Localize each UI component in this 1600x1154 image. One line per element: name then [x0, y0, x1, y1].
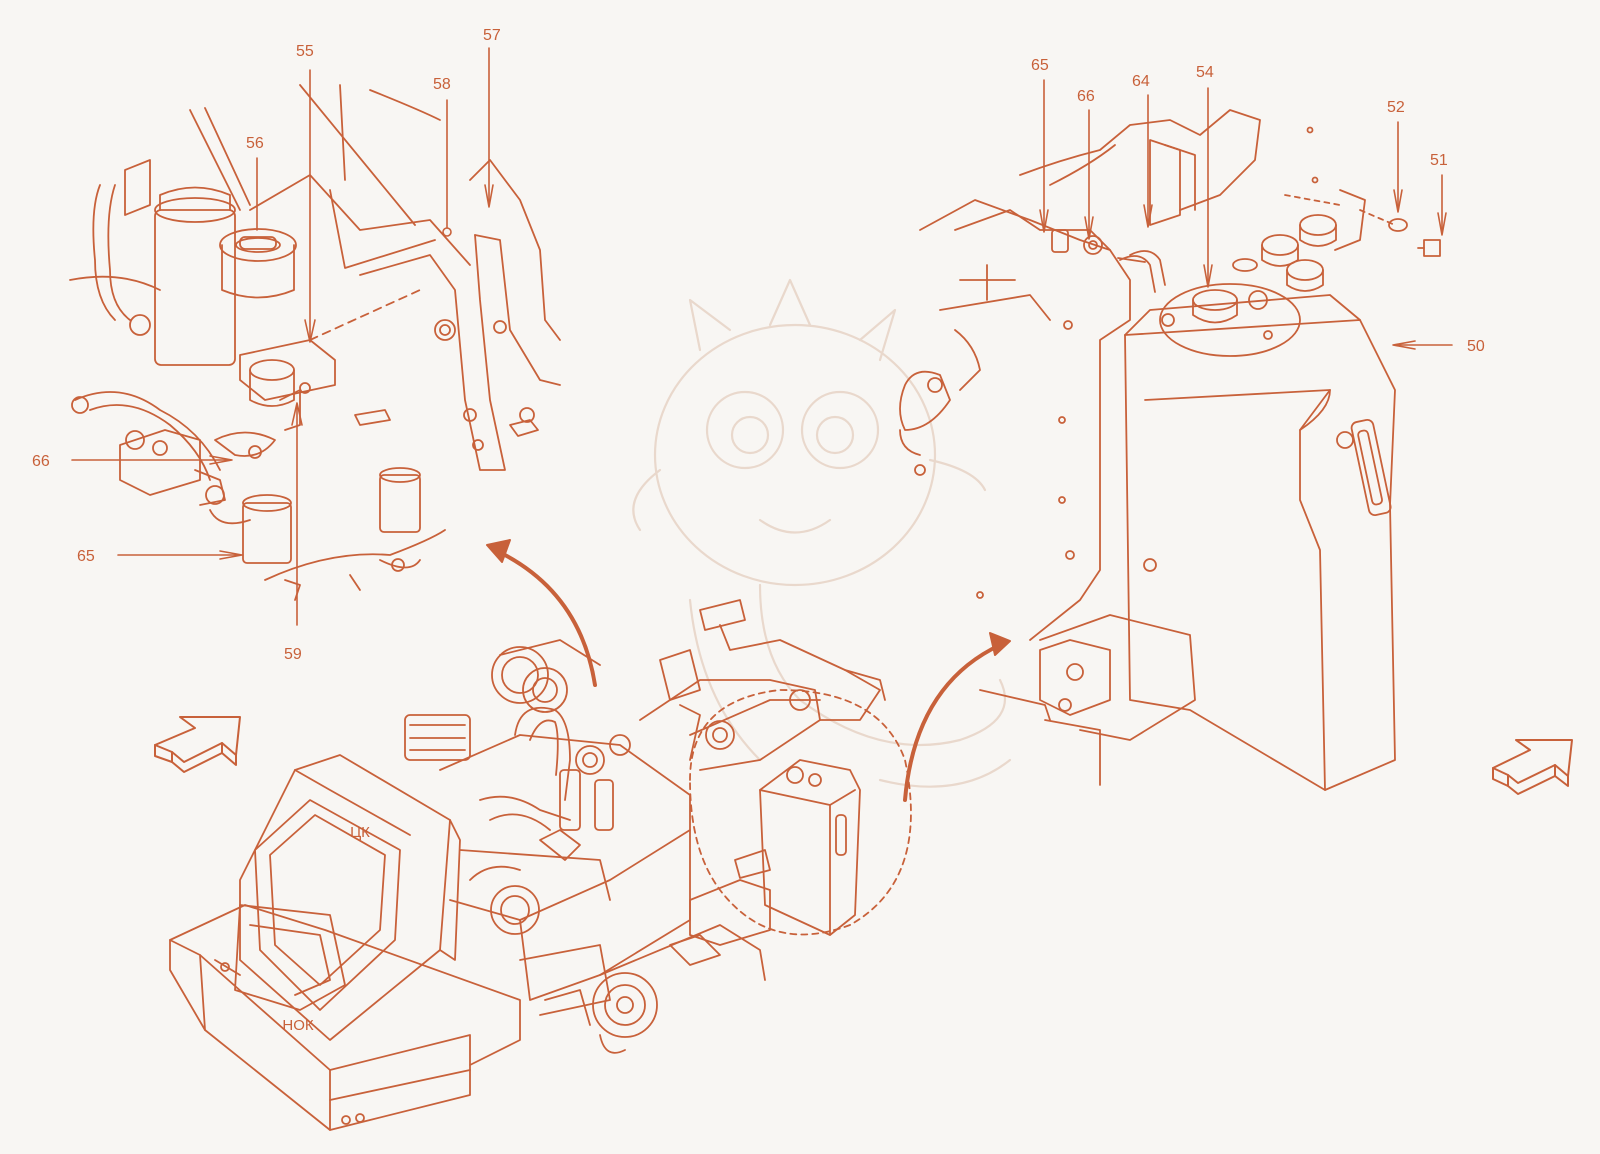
- direction-arrow-left-icon: [154, 716, 241, 773]
- callout-50: 50: [1467, 338, 1485, 355]
- callout-65-right: 65: [1031, 57, 1049, 74]
- direction-arrow-right-icon: [1492, 739, 1573, 795]
- callout-54: 54: [1196, 64, 1214, 81]
- machine-assembly: ЦК НОК: [169, 599, 912, 1131]
- cab-top-mark: ЦК: [350, 824, 370, 841]
- detail-view-left: [69, 84, 561, 601]
- detail-view-right: [899, 109, 1441, 791]
- callout-58: 58: [433, 76, 451, 93]
- curved-arrow-icon: [486, 539, 597, 687]
- callout-64: 64: [1132, 73, 1150, 90]
- callout-leaders: [71, 47, 1453, 626]
- callout-66-left: 66: [32, 453, 50, 470]
- callout-59: 59: [284, 646, 302, 663]
- callout-65-left: 65: [77, 548, 95, 565]
- callout-66-right: 66: [1077, 88, 1095, 105]
- dragon-watermark-icon: [632, 278, 1012, 788]
- callout-labels: 57 55 58 56 66 65 59 65 66 64 54 52 51 5…: [32, 27, 1485, 663]
- callout-56: 56: [246, 135, 264, 152]
- callout-51: 51: [1430, 152, 1448, 169]
- callout-55: 55: [296, 43, 314, 60]
- callout-57: 57: [483, 27, 501, 44]
- cab-front-mark: НОК: [282, 1017, 314, 1034]
- curved-arrow-icon: [903, 632, 1011, 802]
- callout-52: 52: [1387, 99, 1405, 116]
